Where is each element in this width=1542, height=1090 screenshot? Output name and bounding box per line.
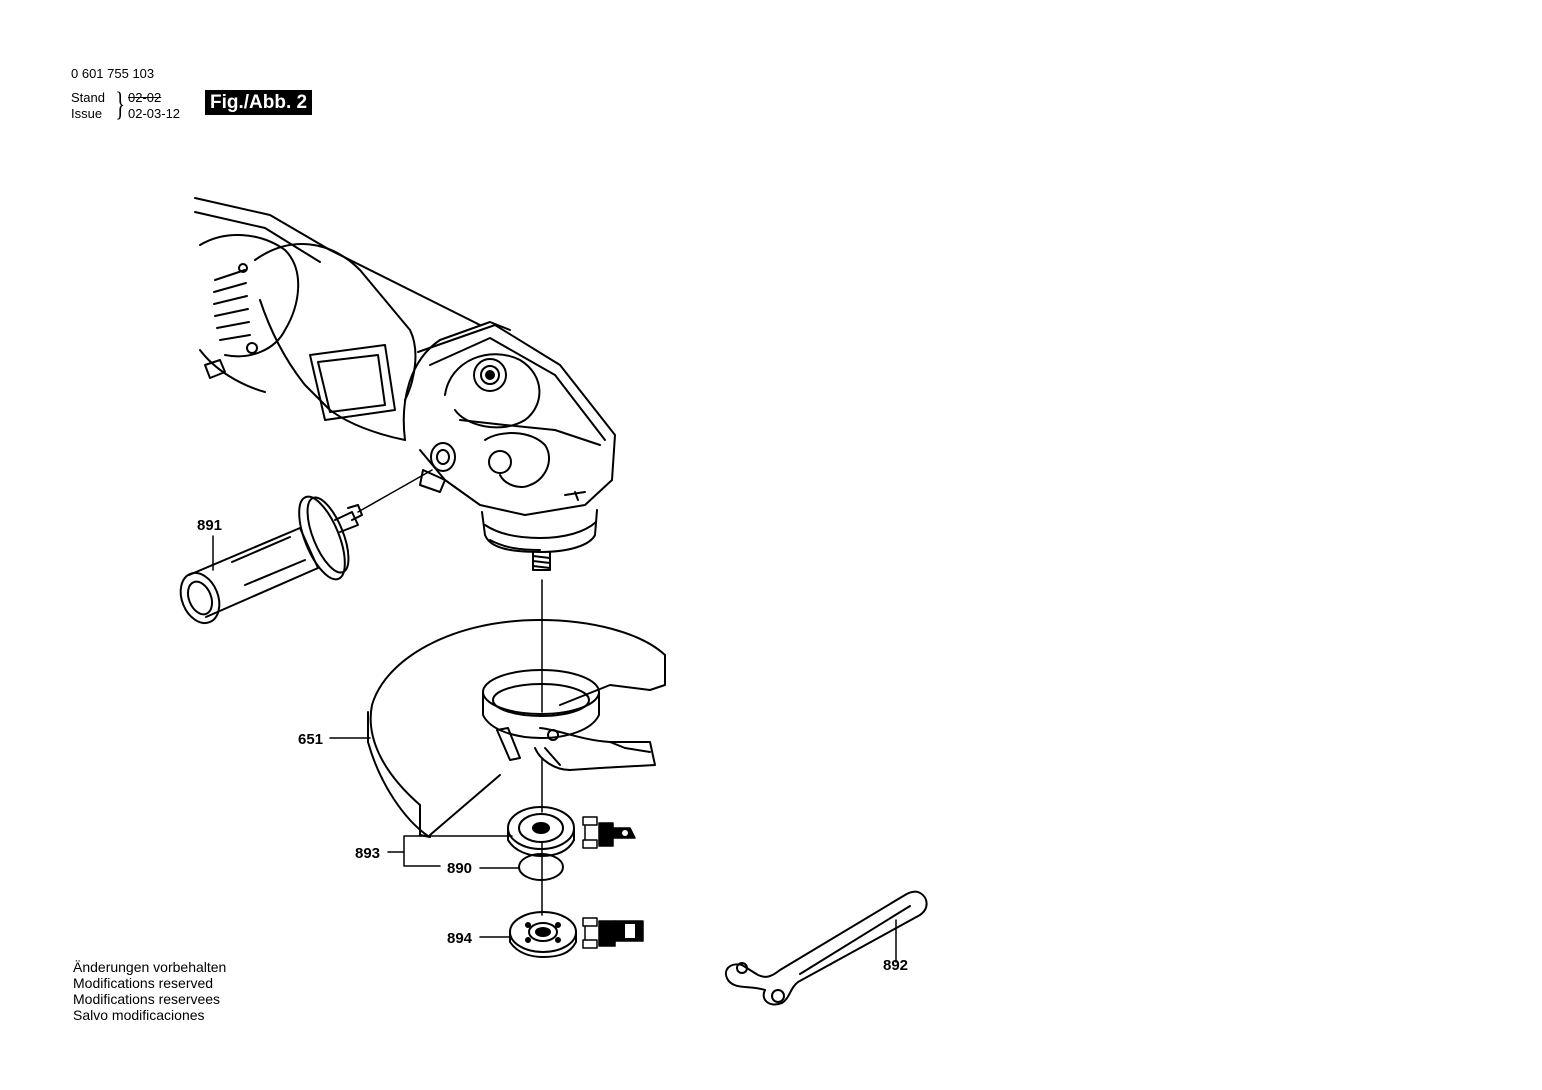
issue-label: Issue	[71, 106, 103, 121]
callout-891: 891	[197, 517, 222, 534]
callout-893: 893	[355, 845, 380, 862]
clamp-nut	[509, 911, 577, 958]
stand-label: Stand	[71, 90, 105, 105]
mounting-flange	[507, 806, 575, 857]
stand-date: 02-02	[128, 90, 162, 105]
callout-leaders	[212, 535, 897, 963]
o-ring	[518, 853, 564, 881]
callout-651: 651	[298, 731, 323, 748]
orientation-pictogram-upper	[582, 816, 636, 849]
issue-date: 02-03-12	[128, 106, 181, 121]
footer-line-de: Änderungen vorbehalten	[73, 959, 227, 975]
callout-892: 892	[883, 957, 908, 974]
orientation-pictogram-lower	[582, 917, 644, 949]
brace-glyph: }	[115, 86, 126, 123]
wheel-guard	[367, 619, 666, 838]
side-handle	[179, 495, 363, 625]
callout-890: 890	[447, 860, 472, 877]
footer-line-en: Modifications reserved	[73, 975, 214, 991]
footer-line-es: Salvo modificaciones	[73, 1007, 205, 1023]
pin-spanner	[724, 890, 928, 1006]
grinder-body	[194, 197, 616, 571]
part-number: 0 601 755 103	[71, 66, 155, 81]
figure-label: Fig./Abb. 2	[205, 90, 313, 115]
footer-line-fr: Modifications reservees	[73, 991, 221, 1007]
callout-894: 894	[447, 930, 473, 947]
